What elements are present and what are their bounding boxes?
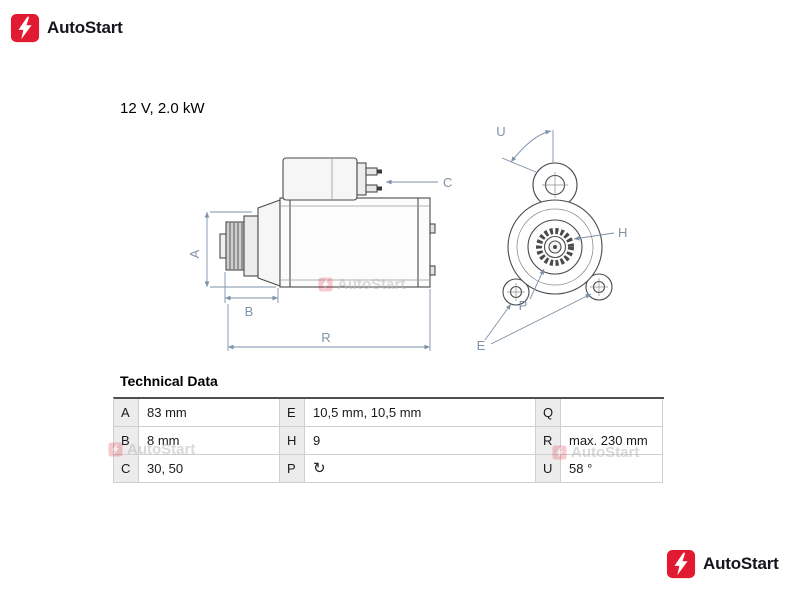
dim-label-u: U — [496, 124, 505, 139]
brand-bolt-icon — [666, 549, 696, 579]
technical-data-table: A 83 mm E 10,5 mm, 10,5 mm Q B 8 mm H 9 … — [113, 397, 664, 483]
starter-side-view — [219, 157, 436, 288]
brand-logo-top: AutoStart — [10, 13, 123, 43]
dim-label-a: A — [187, 249, 202, 258]
cell-label: P — [280, 455, 305, 483]
cell-label: U — [536, 455, 561, 483]
cell-label: R — [536, 427, 561, 455]
cell-label: C — [114, 455, 139, 483]
cell-value: max. 230 mm — [561, 427, 663, 455]
cell-label: A — [114, 399, 139, 427]
brand-name: AutoStart — [47, 18, 123, 37]
brand-name: AutoStart — [703, 554, 779, 573]
cell-label: E — [280, 399, 305, 427]
cell-value: 9 — [305, 427, 536, 455]
dim-label-p: P — [519, 298, 528, 313]
cell-value: 58 ° — [561, 455, 663, 483]
dim-label-b: B — [245, 304, 254, 319]
cell-label: H — [280, 427, 305, 455]
technical-drawing: A B R C — [187, 124, 628, 353]
side-view-dim-labels: A B R C — [187, 175, 452, 345]
dim-label-c: C — [443, 175, 452, 190]
starter-front-view — [502, 162, 613, 306]
cell-value: 83 mm — [139, 399, 280, 427]
dim-label-e: E — [477, 338, 486, 353]
product-spec: 12 V, 2.0 kW — [120, 100, 205, 117]
cell-label: B — [114, 427, 139, 455]
cell-value: 10,5 mm, 10,5 mm — [305, 399, 536, 427]
cell-label: Q — [536, 399, 561, 427]
dim-label-r: R — [321, 330, 330, 345]
front-view-dim-labels: U H P E — [477, 124, 628, 353]
cell-value: 8 mm — [139, 427, 280, 455]
side-view-dimensions — [204, 179, 438, 351]
cell-value: ↻ — [305, 455, 536, 483]
cell-value — [561, 399, 663, 427]
rotation-direction-icon: ↻ — [313, 460, 326, 477]
brand-bolt-icon — [10, 13, 40, 43]
front-view-dimensions — [484, 129, 615, 345]
technical-data-title: Technical Data — [120, 373, 218, 389]
cell-value: 30, 50 — [139, 455, 280, 483]
brand-logo-bottom: AutoStart — [666, 549, 779, 579]
dim-label-h: H — [618, 225, 627, 240]
